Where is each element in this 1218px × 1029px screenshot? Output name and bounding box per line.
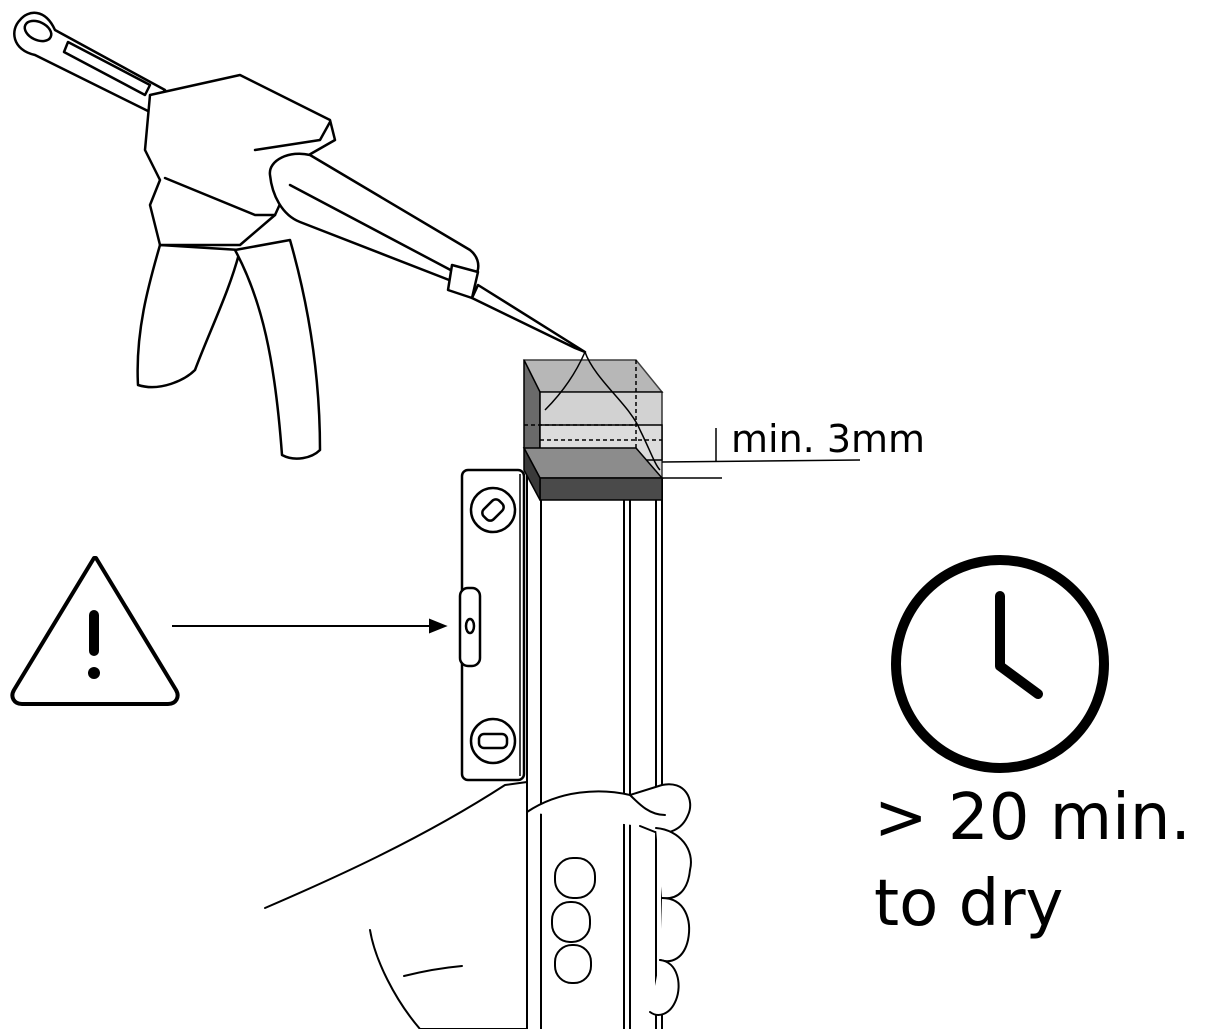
- dimension-marker: [661, 428, 861, 479]
- drying-note-label: to dry: [874, 867, 1064, 941]
- drying-time-label: > 20 min.: [874, 781, 1191, 855]
- min-depth-label: min. 3mm: [731, 417, 926, 461]
- spirit-level-icon: [458, 468, 526, 782]
- glass-post: [526, 470, 663, 1029]
- warning-icon: [10, 556, 180, 706]
- clock-icon: [891, 555, 1109, 773]
- adhesive-gun-icon: [13, 11, 587, 460]
- hand-icon: [264, 781, 692, 1029]
- pointer-arrow: [172, 618, 448, 634]
- adhesive-block: [522, 351, 664, 501]
